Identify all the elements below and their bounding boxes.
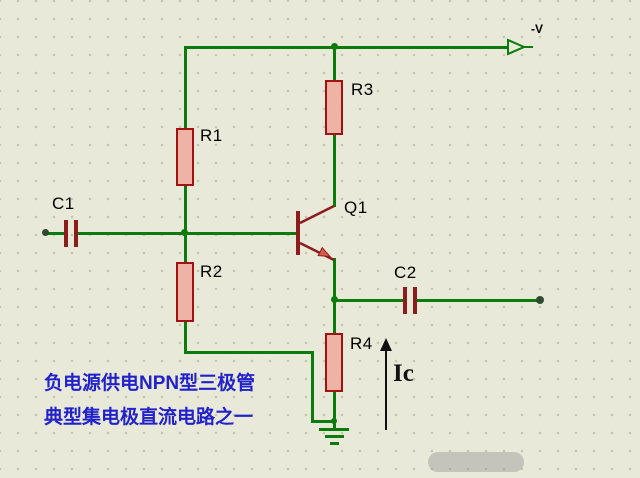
wire-c1-left (46, 232, 64, 235)
wire-r2-ground-join (311, 420, 336, 423)
resistor-r4 (325, 333, 343, 392)
transistor-collector-lead (299, 204, 335, 225)
resistor-r1-label: R1 (200, 126, 223, 145)
ground-symbol-bar (330, 442, 339, 445)
resistor-r3-label: R3 (351, 80, 374, 99)
ic-current-label: Ic (393, 360, 414, 387)
wire-r2-top (184, 232, 187, 263)
capacitor-c1-label: C1 (52, 194, 75, 213)
junction-dot (331, 43, 338, 50)
transistor-base-bar (296, 211, 300, 255)
wire-r1-bottom (184, 186, 187, 234)
transistor-q1-label: Q1 (344, 198, 368, 217)
wire-r4-bottom (333, 392, 336, 428)
resistor-r4-label: R4 (350, 334, 373, 353)
wire-r1-top (184, 46, 187, 128)
wire-r2-ground-horizontal (184, 351, 313, 354)
wire-c2-right (417, 299, 540, 302)
wire-r4-top (333, 299, 336, 334)
capacitor-c2-label: C2 (394, 263, 417, 282)
wire-r3-top (333, 46, 336, 80)
wire-collector (333, 135, 336, 207)
ground-symbol-bar (325, 435, 344, 438)
resistor-r2-label: R2 (200, 262, 223, 281)
power-terminal-arrow-icon (507, 38, 533, 56)
power-rail-label: -V (531, 22, 543, 36)
output-terminal (536, 296, 544, 304)
caption-line-2: 典型集电极直流电路之一 (44, 407, 254, 428)
resistor-r1 (176, 128, 194, 186)
ic-current-arrow-head-icon (380, 338, 392, 351)
watermark (428, 452, 524, 472)
capacitor-c2-plate (403, 287, 407, 314)
capacitor-c2-plate (413, 287, 417, 314)
ic-current-arrow-line (385, 350, 387, 430)
junction-dot (181, 229, 188, 236)
wire-c2-left (333, 299, 403, 302)
junction-dot (331, 296, 338, 303)
wire-r2-ground-vertical (311, 351, 314, 422)
wire-emitter (333, 258, 336, 301)
wire-c1-right (78, 232, 184, 235)
resistor-r3 (325, 80, 343, 135)
wire-base (184, 232, 296, 235)
capacitor-c1-plate (74, 220, 78, 247)
input-terminal (42, 229, 49, 236)
npn-emitter-arrow-icon (317, 246, 332, 258)
capacitor-c1-plate (64, 220, 68, 247)
transistor-emitter-lead (299, 241, 335, 262)
junction-dot (331, 418, 337, 424)
transistor-q1 (296, 204, 335, 262)
wire-top-rail (184, 46, 508, 49)
resistor-r2 (176, 262, 194, 322)
ground-symbol-bar (319, 428, 349, 431)
caption-line-1: 负电源供电NPN型三极管 (44, 373, 256, 394)
wire-r2-bottom (184, 322, 187, 353)
